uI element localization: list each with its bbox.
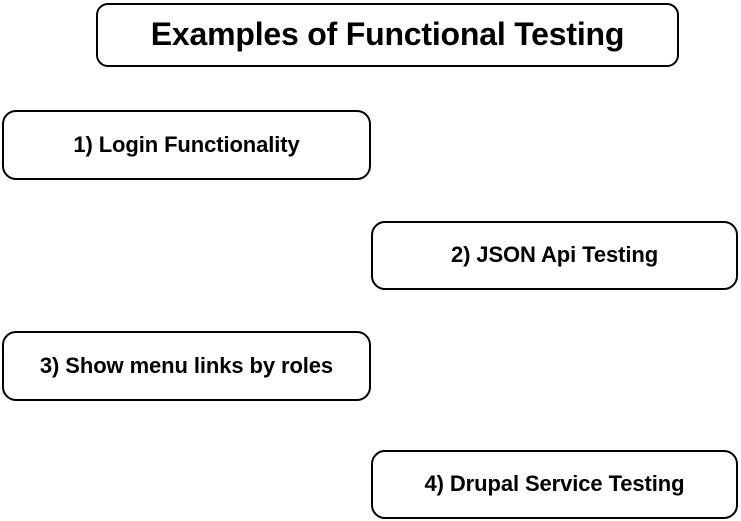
diagram-node-label: 4) Drupal Service Testing (424, 471, 685, 497)
diagram-node-label: 3) Show menu links by roles (39, 352, 334, 378)
diagram-node-login-functionality[interactable]: 1) Login Functionality (2, 110, 371, 180)
diagram-node-json-api-testing[interactable]: 2) JSON Api Testing (371, 221, 738, 290)
diagram-title-box[interactable]: Examples of Functional Testing (96, 3, 679, 67)
diagram-node-label: 2) JSON Api Testing (450, 242, 659, 268)
diagram-node-label: 1) Login Functionality (73, 131, 300, 157)
diagram-title-label: Examples of Functional Testing (150, 16, 625, 53)
diagram-node-drupal-service-testing[interactable]: 4) Drupal Service Testing (371, 450, 738, 519)
diagram-node-show-menu-links-by-roles[interactable]: 3) Show menu links by roles (2, 331, 371, 401)
